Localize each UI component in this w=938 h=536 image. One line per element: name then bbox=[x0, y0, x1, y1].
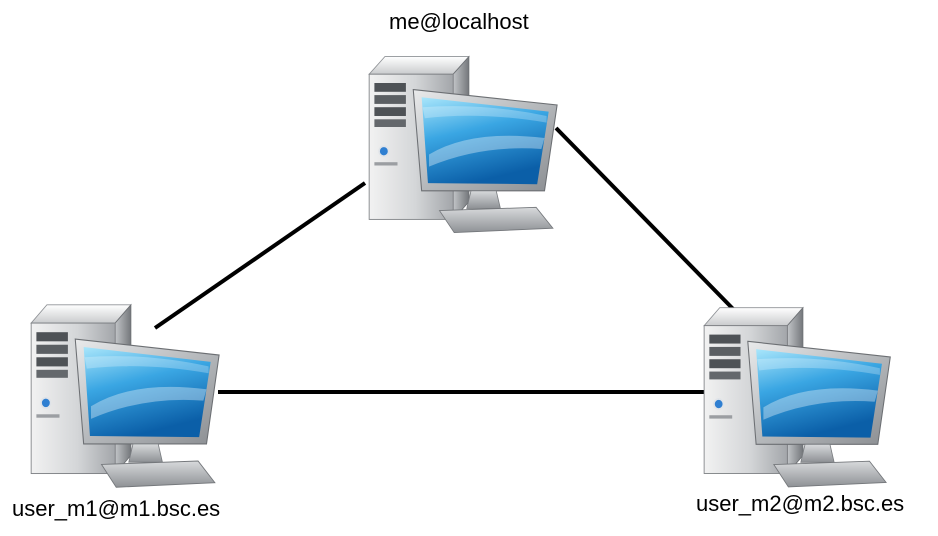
node-label-m1: user_m1@m1.bsc.es bbox=[12, 496, 221, 521]
desktop-computer-icon bbox=[368, 55, 558, 234]
desktop-computer-icon bbox=[703, 306, 892, 488]
node-label-m2: user_m2@m2.bsc.es bbox=[696, 491, 905, 516]
link-top-right bbox=[554, 126, 740, 316]
node-label-localhost: me@localhost bbox=[389, 9, 529, 34]
link-top-left bbox=[153, 181, 367, 330]
desktop-computer-icon bbox=[30, 303, 220, 489]
